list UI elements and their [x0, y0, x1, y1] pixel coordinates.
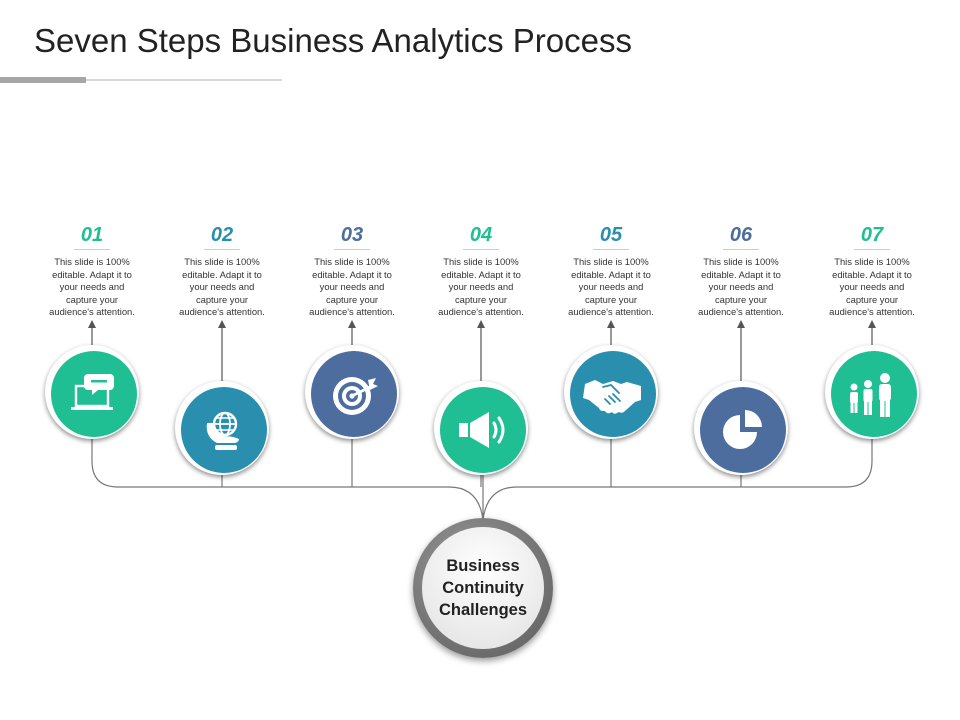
step-circle-02 — [175, 381, 269, 475]
step-number-underline — [204, 249, 240, 250]
step-description-line: editable. Adapt it to — [571, 268, 651, 280]
step-number-underline — [74, 249, 110, 250]
step-circle-fill — [311, 351, 397, 437]
step-number: 03 — [340, 224, 364, 246]
step-description-line: audience's attention. — [309, 306, 395, 317]
step-description-line: audience's attention. — [179, 306, 265, 317]
bus-line-right — [482, 486, 846, 521]
step-description-line: capture your — [195, 293, 249, 305]
step-description-line: This slide is 100% — [703, 256, 779, 267]
step-circle-06 — [694, 381, 788, 475]
center-label-line: Business — [446, 557, 520, 575]
step-number: 01 — [80, 224, 104, 246]
step-number: 02 — [210, 224, 234, 246]
step-description-line: your needs and — [319, 281, 385, 292]
step-description-line: capture your — [65, 293, 119, 305]
step-description-line: editable. Adapt it to — [441, 268, 521, 280]
step-description-line: This slide is 100% — [443, 256, 519, 267]
center-hub-inner: Business Continuity Challenges — [422, 527, 544, 649]
step-description-line: audience's attention. — [49, 306, 135, 317]
step-number-underline — [334, 249, 370, 250]
step-description-line: your needs and — [708, 281, 774, 292]
step-description-line: editable. Adapt it to — [182, 268, 262, 280]
step-circle-05 — [564, 345, 658, 439]
step-description-line: This slide is 100% — [54, 256, 130, 267]
step-description-line: your needs and — [189, 281, 255, 292]
globe-hand-icon — [201, 407, 247, 453]
step-circle-04 — [434, 381, 528, 475]
step-circle-fill — [700, 387, 786, 473]
step-description-line: capture your — [584, 293, 638, 305]
step-circle-fill — [570, 351, 656, 437]
step-description-line: This slide is 100% — [834, 256, 910, 267]
step-description-line: capture your — [454, 293, 508, 305]
center-hub: Business Continuity Challenges — [413, 518, 553, 658]
step-description-line: capture your — [714, 293, 768, 305]
pie-chart-icon — [718, 405, 768, 455]
step-circle-fill — [831, 351, 917, 437]
step-description-line: audience's attention. — [438, 306, 524, 317]
step-number-underline — [723, 249, 759, 250]
step-circle-fill — [51, 351, 137, 437]
step-description-line: audience's attention. — [698, 306, 784, 317]
step-description-line: editable. Adapt it to — [701, 268, 781, 280]
target-icon — [328, 368, 380, 420]
step-description-line: audience's attention. — [829, 306, 915, 317]
title-underline — [0, 79, 282, 81]
step-number: 05 — [599, 224, 623, 246]
step-description-line: This slide is 100% — [314, 256, 390, 267]
step-number-underline — [463, 249, 499, 250]
step-description-line: your needs and — [578, 281, 644, 292]
center-hub-label: Business Continuity Challenges — [428, 555, 538, 621]
laptop-chat-icon — [68, 372, 120, 416]
center-label-line: Continuity — [442, 579, 524, 597]
step-description-line: This slide is 100% — [184, 256, 260, 267]
step-circle-03 — [305, 345, 399, 439]
step-circle-fill — [440, 387, 526, 473]
step-description-line: editable. Adapt it to — [52, 268, 132, 280]
step-description-line: capture your — [325, 293, 379, 305]
bus-line-left — [118, 486, 484, 521]
speaker-icon — [455, 408, 511, 452]
step-description-line: your needs and — [839, 281, 905, 292]
step-description-line: your needs and — [59, 281, 125, 292]
center-label-line: Challenges — [438, 601, 528, 619]
step-number: 06 — [729, 224, 753, 246]
step-circle-fill — [181, 387, 267, 473]
step-number: 07 — [860, 224, 884, 246]
step-number-underline — [854, 249, 890, 250]
step-description-line: This slide is 100% — [573, 256, 649, 267]
step-number-underline — [593, 249, 629, 250]
step-circle-01 — [45, 345, 139, 439]
slide-title: Seven Steps Business Analytics Process — [34, 22, 632, 59]
step-description-line: audience's attention. — [568, 306, 654, 317]
step-description-line: editable. Adapt it to — [312, 268, 392, 280]
handshake-icon — [583, 374, 643, 414]
step-description-line: editable. Adapt it to — [832, 268, 912, 280]
title-underline-accent — [0, 77, 86, 83]
step-circle-07 — [825, 345, 919, 439]
step-description-line: your needs and — [448, 281, 514, 292]
step-wire — [845, 439, 873, 488]
people-group-icon — [844, 369, 904, 419]
step-description-line: capture your — [845, 293, 899, 305]
step-wire — [91, 439, 119, 488]
step-number: 04 — [469, 224, 493, 246]
